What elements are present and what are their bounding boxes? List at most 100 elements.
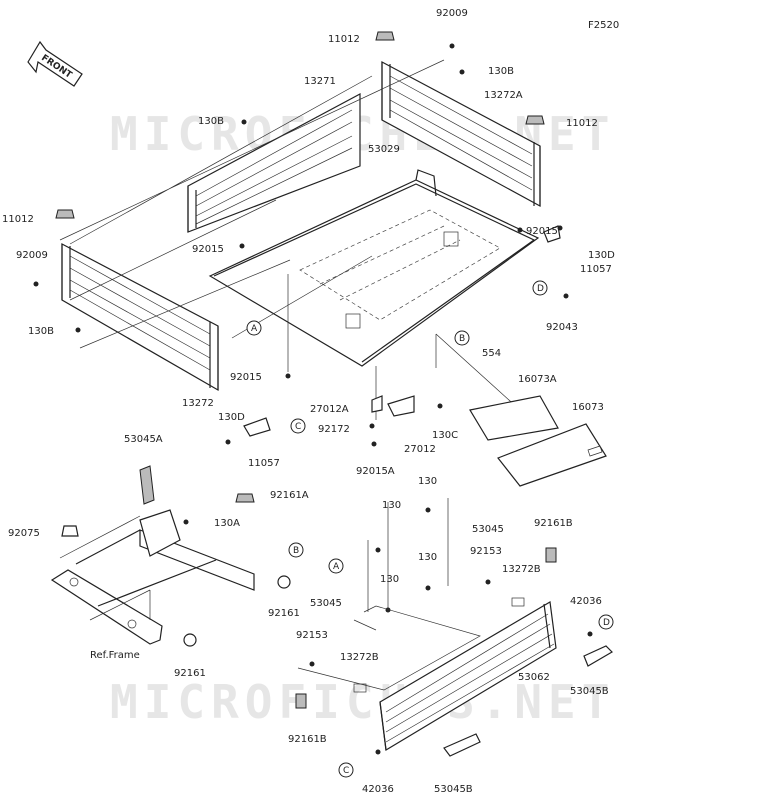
part-label: 130D <box>218 412 245 423</box>
part-label: 92015A <box>356 466 395 477</box>
bumper-92161B-right <box>545 547 557 563</box>
part-label: 11012 <box>328 34 360 45</box>
svg-text:A: A <box>251 324 258 334</box>
part-label: 130B <box>28 326 54 337</box>
bumper-92161-bottom <box>183 633 197 647</box>
part-label: 92009 <box>436 8 468 19</box>
hinge-13272B-right <box>511 597 525 607</box>
handle-53045A <box>139 465 155 505</box>
callout-a-bottom: A <box>328 558 344 574</box>
part-label: 13272A <box>484 90 523 101</box>
mat-16073 <box>497 423 607 487</box>
part-label: 92161 <box>174 668 206 679</box>
part-label: 92172 <box>318 424 350 435</box>
part-label: 130 <box>380 574 399 585</box>
part-label: 92075 <box>8 528 40 539</box>
tailgate-53062 <box>379 601 557 751</box>
handle-53045B-right <box>583 645 613 667</box>
watermark-bottom: MICROFICHES.NET <box>110 675 615 729</box>
bumper-92075 <box>61 525 79 537</box>
part-label: 27012 <box>404 444 436 455</box>
svg-text:D: D <box>603 618 610 628</box>
part-label: Ref.Frame <box>90 650 140 661</box>
cap-11012-right <box>525 115 545 125</box>
part-label: 92015 <box>526 226 558 237</box>
hinge-11057-right <box>543 225 561 243</box>
callout-c-top: C <box>290 418 306 434</box>
part-label: 53045 <box>310 598 342 609</box>
part-label: 16073A <box>518 374 557 385</box>
figure-code: F2520 <box>588 20 619 31</box>
part-label: 130 <box>418 552 437 563</box>
part-label: 53045B <box>570 686 609 697</box>
side-panel-13272 <box>61 243 219 392</box>
part-label: 53045A <box>124 434 163 445</box>
part-label: 13272B <box>340 652 379 663</box>
part-label: 53045 <box>472 524 504 535</box>
svg-text:D: D <box>537 284 544 294</box>
part-label: 130D <box>588 250 615 261</box>
bumper-92161B-left <box>295 693 307 709</box>
part-label: 92043 <box>546 322 578 333</box>
part-label: 13272B <box>502 564 541 575</box>
callout-b-top: B <box>454 330 470 346</box>
svg-text:B: B <box>459 334 465 344</box>
part-label: 130B <box>198 116 224 127</box>
latch-27012 <box>387 395 415 417</box>
part-label: 130A <box>214 518 240 529</box>
bumper-92161A <box>235 493 255 503</box>
mat-16073A <box>469 395 559 441</box>
part-label: 27012A <box>310 404 349 415</box>
part-label: 92161A <box>270 490 309 501</box>
callout-d-top: D <box>532 280 548 296</box>
part-label: 53062 <box>518 672 550 683</box>
part-label: 92153 <box>296 630 328 641</box>
part-label: 53045B <box>434 784 473 795</box>
handle-53045B-bottom <box>443 733 481 757</box>
part-label: 92161B <box>288 734 327 745</box>
part-label: 92009 <box>16 250 48 261</box>
part-label: 13271 <box>304 76 336 87</box>
callout-b-bottom: B <box>288 542 304 558</box>
part-label: 92161B <box>534 518 573 529</box>
part-label: 130 <box>418 476 437 487</box>
svg-text:A: A <box>333 562 340 572</box>
part-label: 92161 <box>268 608 300 619</box>
part-label: 92015 <box>192 244 224 255</box>
svg-text:B: B <box>293 546 299 556</box>
part-label: 11012 <box>566 118 598 129</box>
svg-text:C: C <box>295 422 301 432</box>
latch-27012A <box>371 395 383 413</box>
part-label: 554 <box>482 348 501 359</box>
callout-c-bottom: C <box>338 762 354 778</box>
part-label: 42036 <box>362 784 394 795</box>
part-label: 53029 <box>368 144 400 155</box>
side-panel-13271 <box>187 92 361 233</box>
part-label: 130 <box>382 500 401 511</box>
part-label: 13272 <box>182 398 214 409</box>
part-label: 16073 <box>572 402 604 413</box>
hinge-11057-left <box>243 417 271 437</box>
cap-11012-left <box>55 209 75 219</box>
side-panel-13272A <box>381 61 541 208</box>
callout-d-bottom: D <box>598 614 614 630</box>
part-label: 11057 <box>248 458 280 469</box>
part-label: 130B <box>488 66 514 77</box>
part-labels: 92009 11012 130B 13271 13272A 130B 11012… <box>2 8 615 795</box>
part-label: 92153 <box>470 546 502 557</box>
part-label: 42036 <box>570 596 602 607</box>
ref-frame <box>50 509 255 645</box>
svg-text:C: C <box>343 766 349 776</box>
part-label: 11012 <box>2 214 34 225</box>
part-label: 92015 <box>230 372 262 383</box>
part-label: 11057 <box>580 264 612 275</box>
cap-11012-top <box>375 31 395 41</box>
front-arrow-icon: FRONT <box>27 40 83 87</box>
hinge-13272B-left <box>353 683 367 693</box>
bumper-92161-right <box>277 575 291 589</box>
part-label: 130C <box>432 430 458 441</box>
cargo-deck-53029 <box>208 169 540 367</box>
callout-a-top: A <box>246 320 262 336</box>
